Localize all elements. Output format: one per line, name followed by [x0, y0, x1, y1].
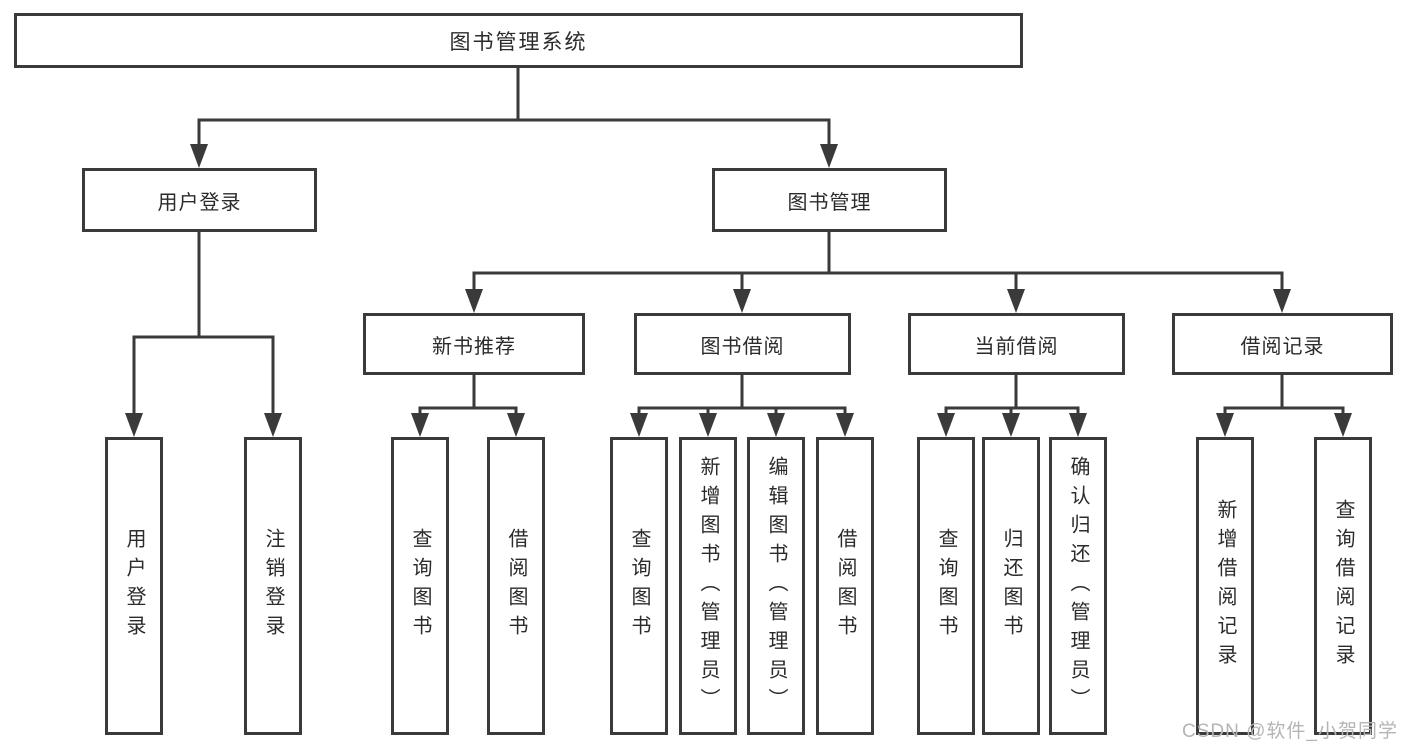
node-label: 编辑图书（管理员） [765, 455, 787, 717]
node-label: 查询图书 [935, 528, 957, 644]
node-label: 借阅图书 [834, 528, 856, 644]
leaf-bb-add-books-admin: 新增图书（管理员） [679, 437, 737, 735]
node-label: 当前借阅 [974, 335, 1059, 358]
leaf-logout: 注销登录 [244, 437, 302, 735]
node-book-management: 图书管理 [712, 168, 947, 232]
node-label: 新书推荐 [432, 335, 516, 358]
node-label: 用户登录 [123, 528, 145, 644]
leaf-bb-edit-books-admin: 编辑图书（管理员） [747, 437, 805, 735]
node-label: 新增借阅记录 [1214, 499, 1236, 673]
node-label: 图书借阅 [700, 335, 785, 358]
node-label: 注销登录 [262, 528, 284, 644]
node-user-login: 用户登录 [82, 168, 317, 232]
leaf-cb-confirm-return-admin: 确认归还（管理员） [1049, 437, 1107, 735]
node-label: 图书管理 [787, 191, 872, 214]
node-label: 借阅图书 [505, 528, 527, 644]
leaf-bb-query-books: 查询图书 [610, 437, 668, 735]
leaf-bb-borrow-books: 借阅图书 [816, 437, 874, 735]
node-library-management-system: 图书管理系统 [14, 13, 1023, 68]
node-label: 用户登录 [157, 191, 242, 214]
leaf-rec-borrow-books: 借阅图书 [487, 437, 545, 735]
node-current-borrowing: 当前借阅 [908, 313, 1125, 375]
node-label: 借阅记录 [1240, 335, 1325, 358]
csdn-watermark: CSDN @软件_小贺同学 [1182, 721, 1398, 742]
node-new-book-recommend: 新书推荐 [363, 313, 585, 375]
node-label: 查询借阅记录 [1332, 499, 1354, 673]
node-label: 图书管理系统 [449, 30, 588, 54]
node-borrowing-records: 借阅记录 [1172, 313, 1393, 375]
node-label: 查询图书 [628, 528, 650, 644]
node-book-borrowing: 图书借阅 [634, 313, 851, 375]
leaf-br-query-record: 查询借阅记录 [1314, 437, 1372, 735]
node-label: 归还图书 [1000, 528, 1022, 644]
leaf-rec-query-books: 查询图书 [391, 437, 449, 735]
leaf-cb-return-books: 归还图书 [982, 437, 1040, 735]
node-label: 确认归还（管理员） [1067, 455, 1089, 717]
leaf-user-login: 用户登录 [105, 437, 163, 735]
node-label: 新增图书（管理员） [697, 455, 719, 717]
leaf-cb-query-books: 查询图书 [917, 437, 975, 735]
leaf-br-add-record: 新增借阅记录 [1196, 437, 1254, 735]
node-label: 查询图书 [409, 528, 431, 644]
